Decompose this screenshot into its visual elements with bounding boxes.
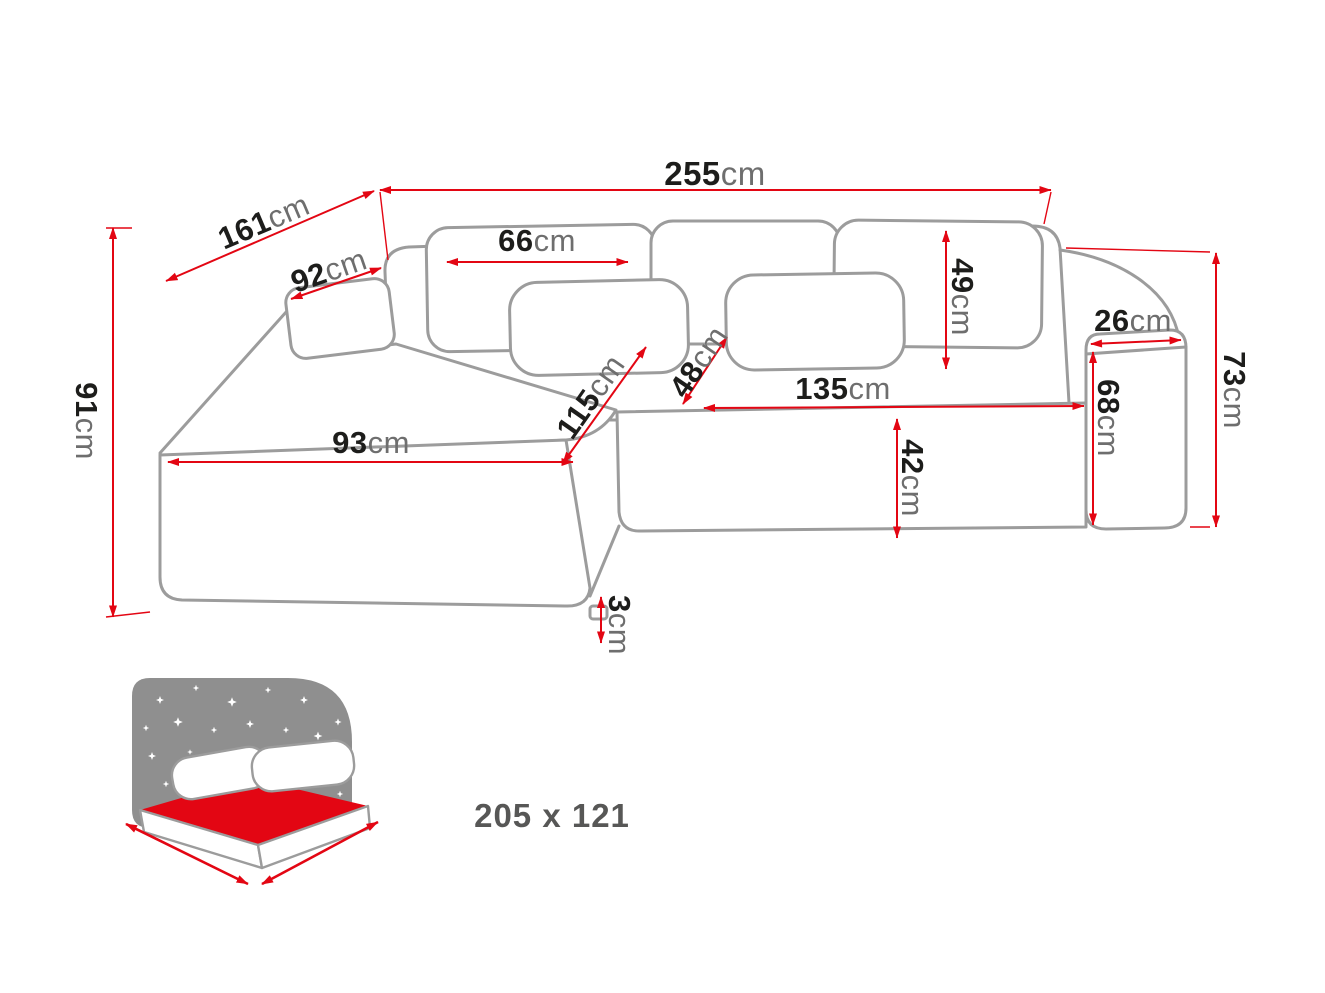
dim-label-chaise-width: 93cm	[332, 425, 410, 461]
chaise-seat-joint	[588, 524, 621, 598]
dim-label-arm-right-width: 26cm	[1094, 303, 1172, 339]
dim-label-side-height: 73cm	[1216, 351, 1252, 429]
dim-value: 26	[1094, 303, 1130, 338]
dim-value: 135	[795, 371, 849, 406]
sofa-outline	[158, 218, 1188, 621]
sleeping-area-label: 205 x 121	[474, 797, 630, 834]
dim-label-cushion-height: 49cm	[944, 258, 980, 336]
dim-value: 42	[895, 439, 930, 475]
dim-label-seat-height: 42cm	[894, 439, 930, 517]
dim-unit: cm	[895, 474, 930, 517]
bed-pillows	[170, 739, 356, 801]
dimension-lines	[105, 186, 1220, 644]
dim-unit: cm	[1129, 303, 1172, 338]
sleeping-function-icon	[125, 678, 379, 886]
dim-unit: cm	[720, 155, 766, 192]
dim-label-seat-width: 135cm	[795, 371, 891, 407]
dim-unit: cm	[602, 612, 637, 656]
dim-unit: cm	[1091, 414, 1126, 457]
chaise-front-face	[158, 438, 592, 608]
dim-label-total-width: 255cm	[664, 155, 766, 193]
dim-label-leg-height: 3cm	[601, 595, 637, 655]
dim-value: 93	[332, 425, 368, 460]
dimension-line-arm-right-width	[1090, 336, 1182, 348]
dim-value: 49	[945, 258, 980, 294]
seat-front-face	[615, 401, 1088, 533]
dimension-line-seat-depth	[682, 336, 728, 405]
dimension-extension-lines	[105, 191, 1211, 618]
bed-dimension-arrows	[125, 820, 379, 886]
dim-value: 91	[69, 382, 104, 418]
dim-unit: cm	[367, 425, 410, 460]
dim-label-cushion-width: 66cm	[498, 223, 576, 259]
dim-value: 255	[664, 155, 721, 192]
dimension-line-depth	[165, 190, 375, 282]
dim-label-height: 91cm	[68, 382, 104, 460]
dimension-line-chaise-depth	[562, 346, 647, 464]
dim-value: 68	[1091, 379, 1126, 415]
dim-unit: cm	[848, 371, 891, 406]
dimension-line-arm-left	[290, 267, 382, 300]
right-back-corner	[1058, 248, 1181, 340]
right-arm	[1084, 328, 1188, 531]
dim-label-arm-right-height: 68cm	[1090, 379, 1126, 457]
dim-value: 66	[498, 223, 534, 258]
dim-unit: cm	[533, 223, 576, 258]
dim-unit: cm	[69, 417, 104, 460]
dim-unit: cm	[1217, 386, 1252, 429]
dim-value: 3	[602, 594, 637, 613]
right-arm-top-edge	[1084, 345, 1188, 356]
dimension-line-seat-width	[703, 402, 1085, 412]
dim-unit: cm	[945, 293, 980, 336]
pillow-right	[724, 271, 906, 372]
dim-value: 73	[1217, 351, 1252, 387]
